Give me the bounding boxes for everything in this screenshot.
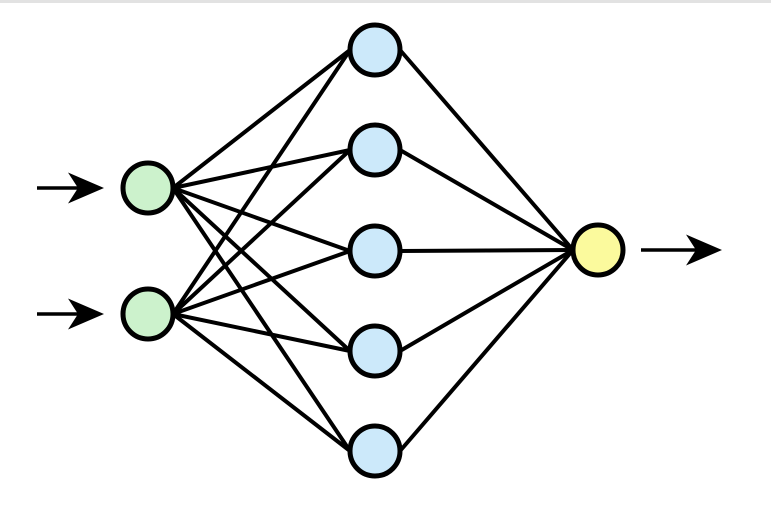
edge-input-1-hidden-2 xyxy=(171,148,352,190)
edge-input-2-hidden-1 xyxy=(171,48,352,316)
edge-input-1-hidden-1 xyxy=(171,48,352,190)
edge-hidden-4-output-1 xyxy=(398,248,575,353)
hidden-4-node xyxy=(347,323,403,379)
arrowhead-icon xyxy=(68,172,104,204)
output-1-node xyxy=(570,222,626,278)
edge-input-1-hidden-4 xyxy=(171,186,352,353)
arrowhead-icon xyxy=(686,234,722,266)
edge-input-2-hidden-3 xyxy=(171,249,352,316)
edge-hidden-1-output-1 xyxy=(398,48,575,252)
output-arrow xyxy=(641,234,722,266)
hidden-3-node xyxy=(347,223,403,279)
edges-group xyxy=(171,48,575,453)
hidden-1-node xyxy=(347,22,403,78)
edge-input-2-hidden-4 xyxy=(171,312,352,353)
hidden-2-node xyxy=(347,122,403,178)
edge-input-1-hidden-3 xyxy=(171,186,352,253)
edge-hidden-5-output-1 xyxy=(398,248,575,453)
arrows-group xyxy=(37,172,722,330)
edge-input-2-hidden-5 xyxy=(171,312,352,453)
top-border-bar xyxy=(0,0,771,3)
nodes-group xyxy=(120,22,626,479)
edge-hidden-2-output-1 xyxy=(398,148,575,252)
arrowhead-icon xyxy=(68,298,104,330)
edge-input-2-hidden-2 xyxy=(171,148,352,316)
input-arrow-1 xyxy=(37,172,104,204)
edge-hidden-3-output-1 xyxy=(398,248,575,253)
input-arrow-2 xyxy=(37,298,104,330)
input-1-node xyxy=(120,160,176,216)
edge-input-1-hidden-5 xyxy=(171,186,352,453)
hidden-5-node xyxy=(347,423,403,479)
input-2-node xyxy=(120,286,176,342)
